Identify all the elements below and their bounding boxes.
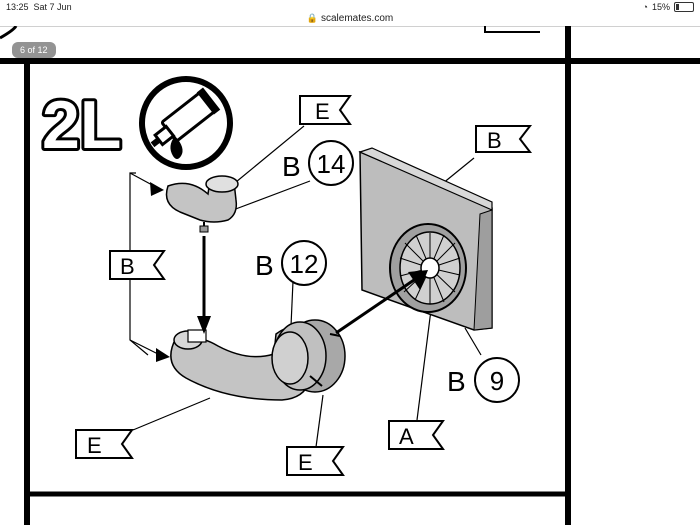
flag-bottom-e-mid: E [286, 446, 345, 476]
url-text: scalemates.com [320, 13, 394, 24]
step-number-label: 2L [42, 87, 121, 163]
part-label-b14: B 14 [282, 140, 354, 186]
flag-bottom-a: A [388, 420, 445, 450]
svg-text:14: 14 [317, 149, 346, 179]
lock-icon: 🔒 [306, 13, 318, 23]
status-time-date: 13:25 Sat 7 Jun [6, 2, 72, 12]
part-b-plate [358, 147, 493, 331]
svg-text:B: B [447, 366, 466, 397]
flag-top-e: E [299, 95, 352, 125]
svg-text:E: E [298, 450, 313, 475]
status-right: ◔ 15% [643, 2, 694, 12]
svg-text:E: E [87, 433, 102, 458]
flag-bottom-e-left: E [75, 429, 134, 459]
step-frame [0, 26, 700, 525]
battery-icon [674, 2, 694, 12]
glue-tube-icon [139, 76, 233, 170]
svg-text:B: B [282, 151, 301, 182]
part-b12-elbow [170, 319, 346, 401]
svg-text:9: 9 [490, 366, 504, 396]
status-date: Sat 7 Jun [33, 2, 72, 12]
flag-left-b: B [109, 250, 166, 280]
svg-text:A: A [399, 424, 414, 449]
page-indicator: 6 of 12 [12, 42, 56, 58]
svg-text:B: B [255, 250, 274, 281]
instruction-drawing: 2L [0, 26, 700, 525]
assembly-arrows [197, 236, 428, 335]
wifi-icon: ◔ [642, 2, 648, 12]
part-label-b9: B 9 [447, 357, 520, 403]
part-b14-elbow [165, 175, 239, 233]
status-time: 13:25 [6, 2, 29, 12]
battery-percent: 15% [651, 2, 670, 12]
svg-text:E: E [315, 99, 330, 124]
flag-top-b: B [475, 125, 533, 153]
ios-status-bar: 13:25 Sat 7 Jun 🔒scalemates.com ◔ 15% [0, 0, 700, 27]
svg-text:12: 12 [290, 249, 319, 279]
svg-text:B: B [120, 254, 135, 279]
svg-text:B: B [487, 128, 502, 153]
address-bar[interactable]: 🔒scalemates.com [0, 13, 700, 24]
part-label-b12: B 12 [255, 240, 327, 286]
